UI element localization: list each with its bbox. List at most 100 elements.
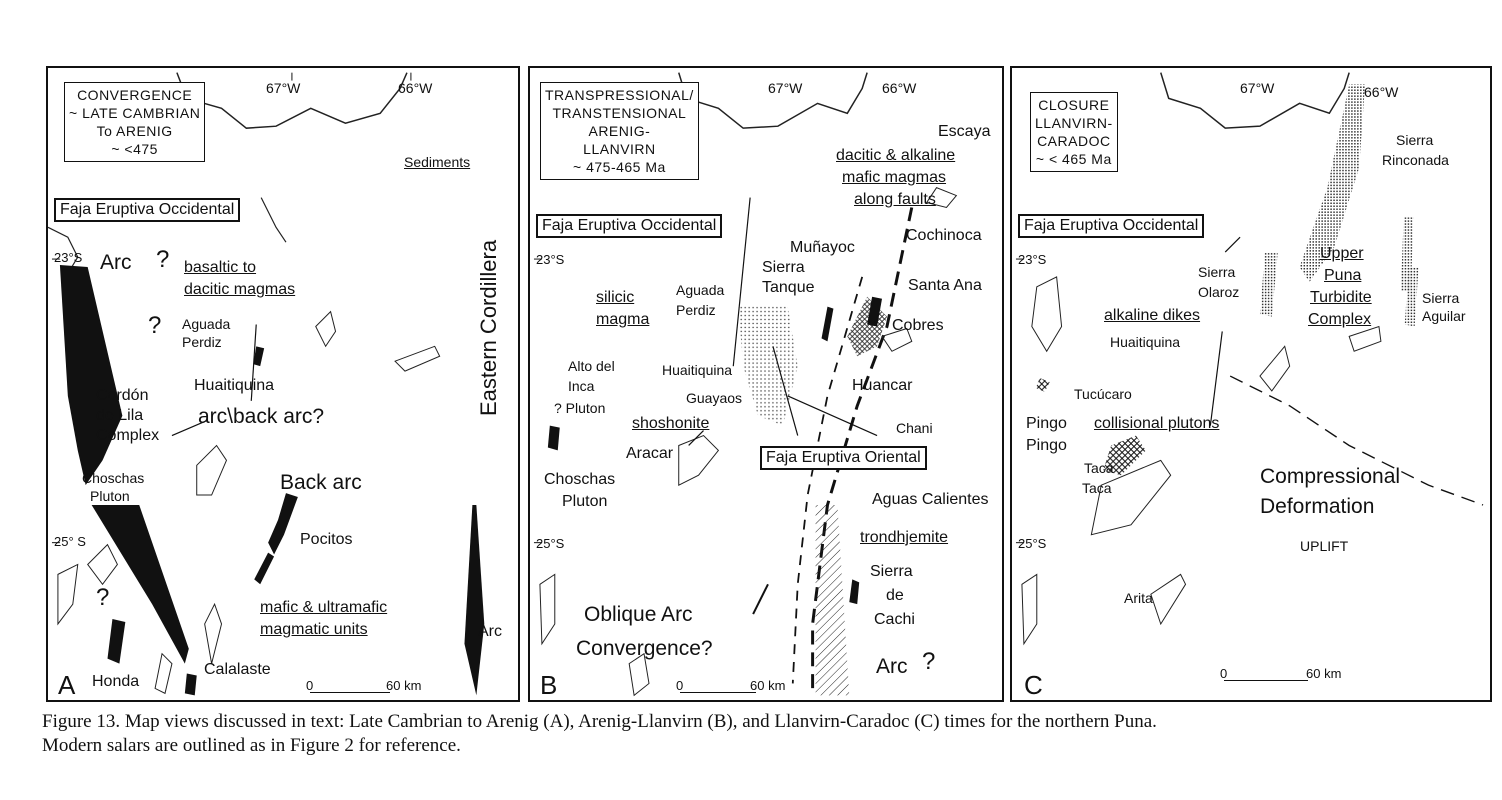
- panel-letter: B: [540, 670, 558, 700]
- map-label: Tanque: [762, 279, 815, 296]
- map-label: Calalaste: [204, 661, 271, 678]
- map-label: UPLIFT: [1300, 538, 1349, 554]
- map-panel-a: CONVERGENCE ~ LATE CAMBRIAN To ARENIG ~ …: [46, 66, 520, 702]
- map-label: Rinconada: [1382, 152, 1449, 168]
- map-label: Compressional: [1260, 465, 1401, 488]
- collisional-pluton-unit: [1103, 435, 1146, 476]
- title-line: ~ < 465 Ma: [1035, 151, 1112, 167]
- scale-bar: [310, 682, 390, 693]
- map-label: basaltic to: [184, 259, 257, 276]
- map-label: Choschas: [82, 470, 145, 486]
- latitude-label: 25°S: [1018, 536, 1047, 551]
- longitude-label: 66°W: [398, 80, 433, 96]
- map-label: Huaitiquina: [194, 377, 275, 394]
- map-a-geology: [48, 72, 485, 696]
- map-label: Cordón: [96, 387, 149, 404]
- map-label: Arc: [100, 251, 132, 274]
- question-mark: ?: [922, 648, 936, 675]
- title-line: CLOSURE: [1038, 97, 1110, 113]
- map-label: Sierra: [1422, 290, 1460, 306]
- panel-letter: A: [58, 670, 76, 700]
- map-label: Sierra: [870, 563, 913, 580]
- map-label: Aracar: [626, 445, 674, 462]
- map-panel-c: CLOSURE LLANVIRN- CARADOC ~ < 465 Ma 67°…: [1010, 66, 1492, 702]
- map-label: Puna: [1324, 267, 1362, 284]
- map-label: Oblique Arc: [584, 603, 693, 626]
- title-line: CONVERGENCE: [77, 87, 193, 103]
- scale-label: 60 km: [750, 678, 786, 693]
- map-label: Inca: [568, 378, 595, 394]
- map-label: Cochinoca: [906, 227, 982, 244]
- map-label: de Lila: [96, 407, 144, 424]
- map-label: Back arc: [280, 471, 362, 494]
- map-label: Cachi: [874, 611, 915, 628]
- map-label: Honda: [92, 673, 140, 690]
- map-label: Aguada: [676, 282, 725, 298]
- map-label: Complex: [96, 427, 160, 444]
- map-label: Pingo: [1026, 415, 1067, 432]
- deformation-front: [1229, 375, 1484, 506]
- faja-eruptiva-oriental-box: Faja Eruptiva Oriental: [760, 446, 927, 470]
- map-b-geology: [533, 72, 958, 697]
- scale-bar: [680, 682, 756, 693]
- fault-line: [811, 207, 914, 696]
- question-mark: ?: [96, 584, 110, 611]
- map-label: Pluton: [90, 488, 130, 504]
- title-line: ~ 475-465 Ma: [573, 159, 666, 175]
- map-label: Huancar: [852, 377, 913, 394]
- caption-line: Figure 13. Map views discussed in text: …: [42, 711, 1157, 732]
- map-label: ? Pluton: [554, 400, 606, 416]
- title-line: LLANVIRN: [583, 141, 656, 157]
- faja-eruptiva-occidental-box: Faja Eruptiva Occidental: [1018, 214, 1205, 238]
- map-label: Deformation: [1260, 495, 1375, 518]
- map-label: magma: [596, 311, 650, 328]
- faja-eruptiva-occidental-box: Faja Eruptiva Occidental: [54, 198, 241, 222]
- hatched-unit: [815, 504, 850, 696]
- map-label: mafic magmas: [842, 169, 947, 186]
- map-label: alkaline dikes: [1104, 307, 1201, 324]
- title-line: TRANSPRESSIONAL/: [545, 87, 694, 103]
- map-label: Choschas: [544, 471, 616, 488]
- longitude-label: 66°W: [1364, 84, 1399, 100]
- map-label: Pluton: [562, 493, 608, 510]
- map-c-geology: [1015, 72, 1484, 646]
- longitude-label: 66°W: [882, 80, 917, 96]
- title-line: ARENIG-: [588, 123, 651, 139]
- latitude-label: 25°S: [536, 536, 565, 551]
- map-label: Santa Ana: [908, 277, 982, 294]
- scale-label: 60 km: [1306, 666, 1342, 681]
- map-label: collisional plutons: [1094, 415, 1220, 432]
- map-label: Sediments: [404, 154, 471, 170]
- latitude-label: 23°S: [536, 252, 565, 267]
- map-label: shoshonite: [632, 415, 710, 432]
- scale-zero: 0: [306, 678, 314, 693]
- panel-title-box: CLOSURE LLANVIRN- CARADOC ~ < 465 Ma: [1030, 92, 1118, 172]
- title-line: LLANVIRN-: [1035, 115, 1113, 131]
- question-mark: ?: [156, 246, 170, 273]
- map-label: trondhjemite: [860, 529, 949, 546]
- silicic-dotted-unit: [738, 306, 798, 426]
- map-label: Cobres: [892, 317, 944, 334]
- map-label: Perdiz: [182, 334, 222, 350]
- map-label: Aguada: [182, 316, 231, 332]
- map-label: Huaitiquina: [662, 362, 733, 378]
- map-label: along faults: [854, 191, 936, 208]
- map-label: Taca: [1084, 460, 1114, 476]
- map-label: Pocitos: [300, 531, 353, 548]
- choschas-black-unit: [91, 504, 189, 664]
- latitude-label: 25° S: [54, 534, 86, 549]
- map-label: Guayaos: [686, 390, 743, 406]
- fault-line: [791, 276, 864, 684]
- panel-letter: C: [1024, 670, 1043, 700]
- map-label: Aguilar: [1422, 308, 1466, 324]
- map-label: Turbidite: [1310, 289, 1372, 306]
- turbidite-stipple-unit: [1299, 84, 1366, 282]
- panel-title-box: TRANSPRESSIONAL/ TRANSTENSIONAL ARENIG- …: [540, 82, 699, 180]
- map-label: Muñayoc: [790, 239, 855, 256]
- caption-line: Modern salars are outlined as in Figure …: [42, 735, 461, 756]
- longitude-label: 67°W: [768, 80, 803, 96]
- title-line: CARADOC: [1037, 133, 1111, 149]
- map-label: Aguas Calientes: [872, 491, 989, 508]
- map-label: dacitic magmas: [184, 281, 296, 298]
- map-label: Arc: [876, 655, 908, 678]
